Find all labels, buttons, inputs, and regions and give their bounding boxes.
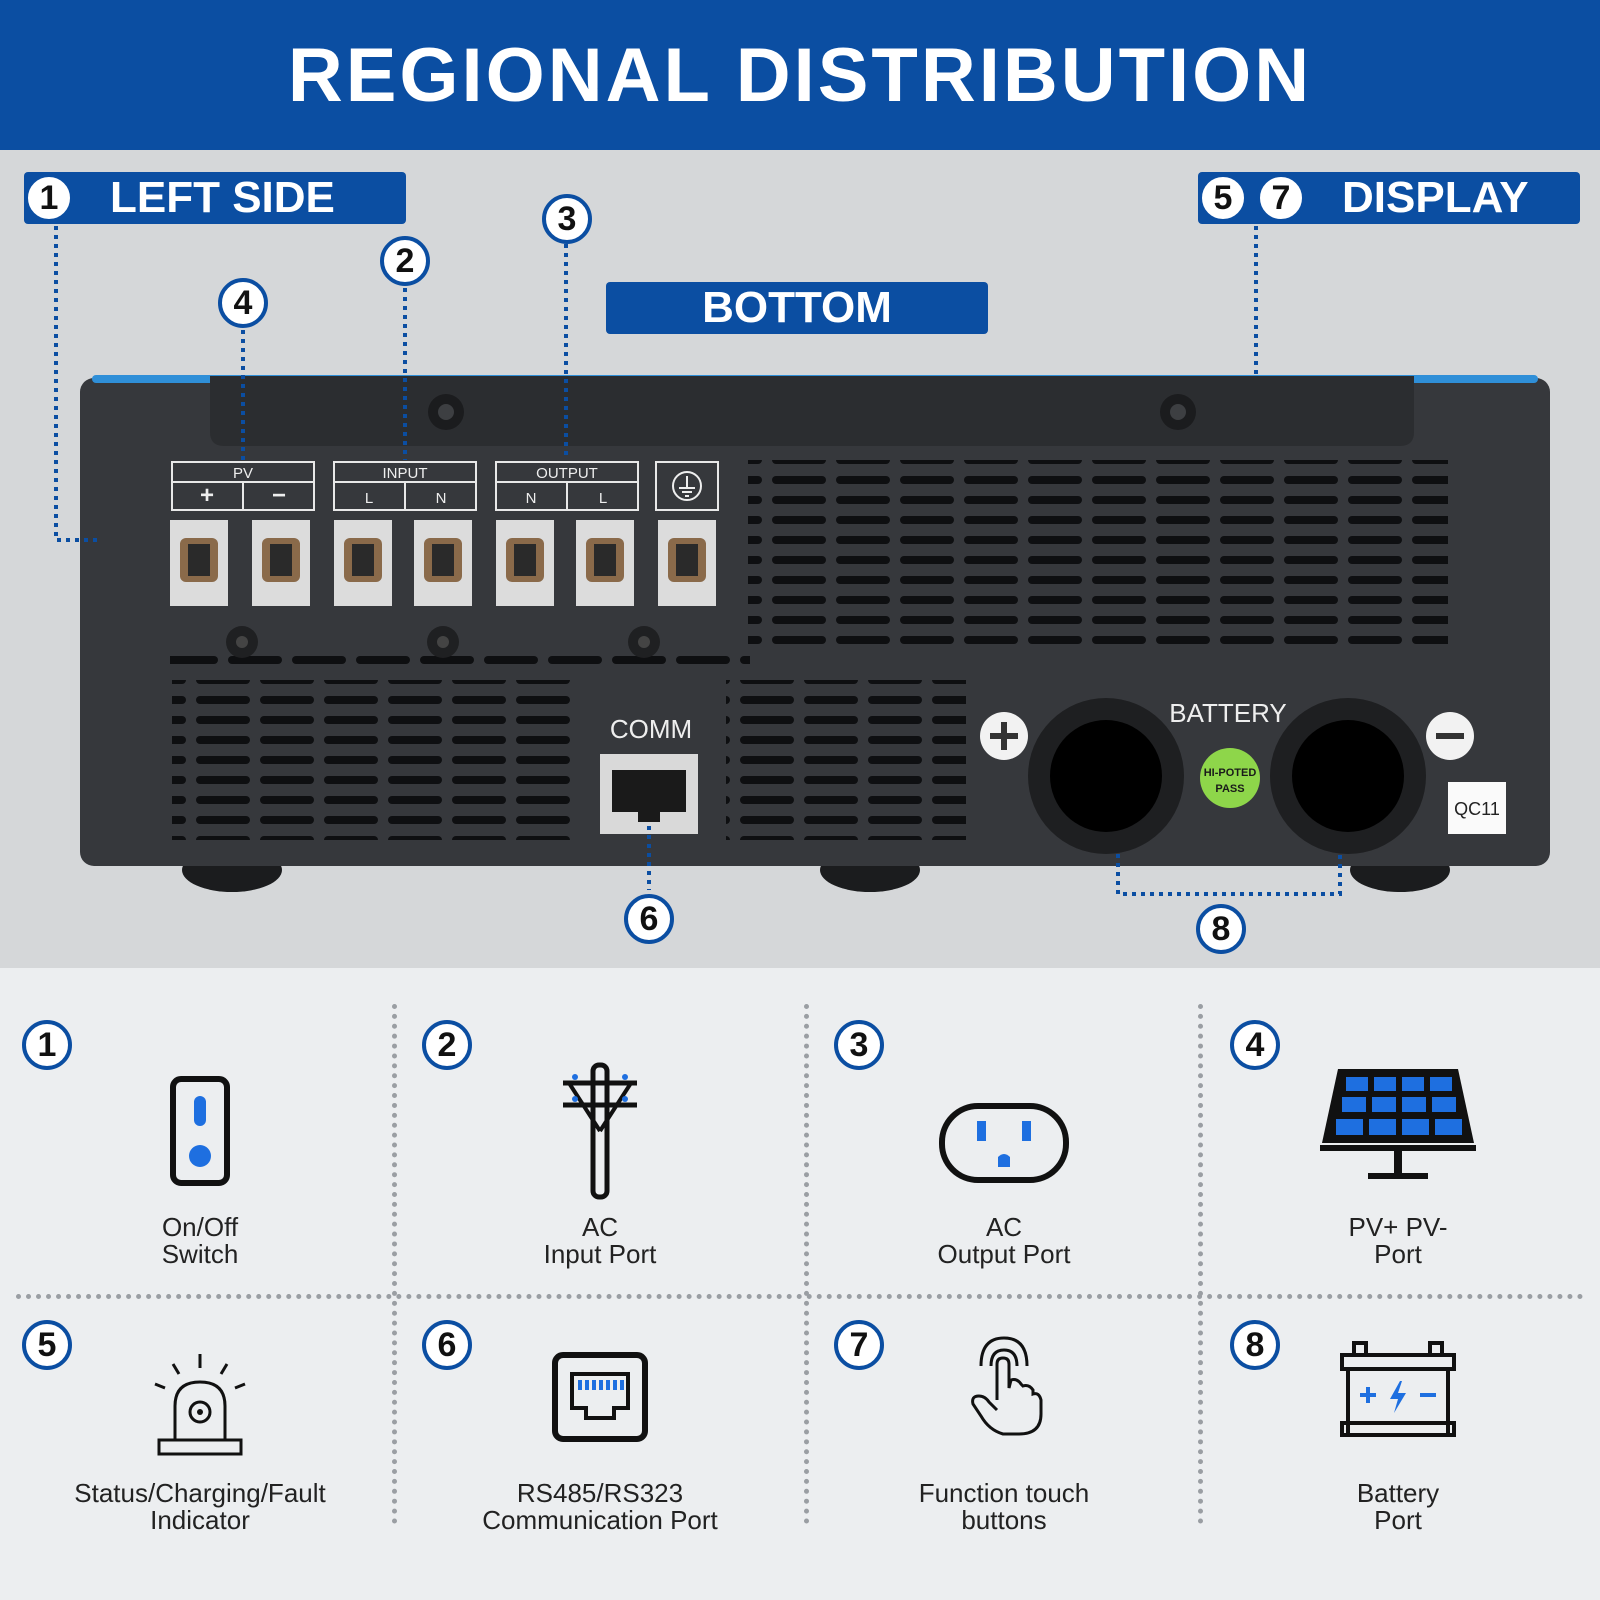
bottom-label: BOTTOM: [606, 282, 988, 334]
legend-line-1: RS485/RS323: [516, 1478, 684, 1508]
top-bracket: [210, 376, 1414, 446]
legend-line-2: buttons: [961, 1505, 1047, 1535]
outlet-icon: [914, 1068, 1094, 1218]
callout-2: 2: [380, 236, 430, 286]
input-l-label: L: [365, 490, 373, 507]
output-n-label: N: [526, 490, 537, 507]
legend-line-2: Port: [1374, 1239, 1422, 1269]
legend-number: 2: [422, 1020, 472, 1070]
legend-line-2: Indicator: [150, 1505, 250, 1535]
vent-grille: [726, 680, 966, 840]
legend-line-2: Port: [1374, 1505, 1422, 1535]
qc-tag: [1448, 782, 1506, 834]
left-side-text: LEFT SIDE: [110, 173, 335, 222]
legend-number: 7: [834, 1320, 884, 1370]
legend-line-1: AC: [985, 1212, 1023, 1242]
input-n-label: N: [436, 490, 447, 507]
legend-line-2: Input Port: [543, 1239, 657, 1269]
vent-grille: [172, 680, 572, 840]
legend-number: 3: [834, 1020, 884, 1070]
touch-hand-icon: [914, 1310, 1094, 1460]
legend-number: 5: [22, 1320, 72, 1370]
callout-4: 4: [218, 278, 268, 328]
input-label: INPUT: [383, 465, 428, 482]
output-l-label: L: [599, 490, 607, 507]
hipot-line2: PASS: [1215, 783, 1244, 795]
switch-icon: [110, 1056, 290, 1206]
legend-number: 8: [1230, 1320, 1280, 1370]
solar-panel-icon: [1308, 1048, 1488, 1198]
legend-line-2: Communication Port: [482, 1505, 718, 1535]
callout-7: 7: [1256, 173, 1306, 223]
vent-grille: [170, 648, 750, 668]
legend-line-1: Function touch: [918, 1478, 1090, 1508]
legend-line-1: PV+ PV-: [1348, 1212, 1448, 1242]
ethernet-port-icon: [510, 1322, 690, 1472]
display-text: DISPLAY: [1342, 173, 1529, 222]
legend-line-1: AC: [581, 1212, 619, 1242]
legend-line-1: Status/Charging/Fault: [74, 1478, 326, 1508]
legend-line-1: Battery: [1356, 1478, 1440, 1508]
beacon-icon: [110, 1330, 290, 1480]
legend-line-2: Switch: [161, 1239, 239, 1269]
battery-icon: [1308, 1314, 1488, 1464]
comm-label: COMM: [610, 714, 692, 744]
legend-number: 6: [422, 1320, 472, 1370]
legend-number: 4: [1230, 1020, 1280, 1070]
qc-tag-text: QC11: [1454, 799, 1500, 819]
rj45-port: [600, 754, 698, 834]
hipot-sticker: [1200, 748, 1260, 808]
header-banner: REGIONAL DISTRIBUTION: [0, 0, 1600, 150]
power-pole-icon: [510, 1056, 690, 1206]
legend-line-2: Output Port: [937, 1239, 1071, 1269]
callout-8: 8: [1196, 904, 1246, 954]
display-label: 5 7 DISPLAY: [1198, 172, 1580, 224]
product-photo: PV + − INPUT L N OUTPUT N L COMM: [0, 150, 1600, 968]
leader-lines: [54, 226, 1342, 896]
page-title: REGIONAL DISTRIBUTION: [287, 32, 1313, 118]
terminal-block: [170, 520, 716, 606]
pv-label: PV: [233, 465, 253, 482]
legend-line-1: On/Off: [161, 1212, 239, 1242]
output-label: OUTPUT: [536, 465, 598, 482]
hipot-line1: HI-POTED: [1204, 767, 1257, 779]
battery-label: BATTERY: [1169, 698, 1287, 728]
callout-5: 5: [1198, 173, 1248, 223]
vent-grille: [748, 460, 1448, 652]
left-side-label: 1 LEFT SIDE: [24, 172, 406, 224]
ground-icon: [672, 471, 702, 501]
pv-minus-label: −: [272, 482, 286, 509]
legend-number: 1: [22, 1020, 72, 1070]
callout-3: 3: [542, 194, 592, 244]
inverter-bottom-illustration: PV + − INPUT L N OUTPUT N L COMM: [54, 226, 1550, 896]
pv-plus-label: +: [200, 482, 214, 509]
legend-item-4: 4 PV+ PV-Port: [1198, 968, 1598, 1268]
callout-6: 6: [624, 894, 674, 944]
callout-1: 1: [24, 173, 74, 223]
